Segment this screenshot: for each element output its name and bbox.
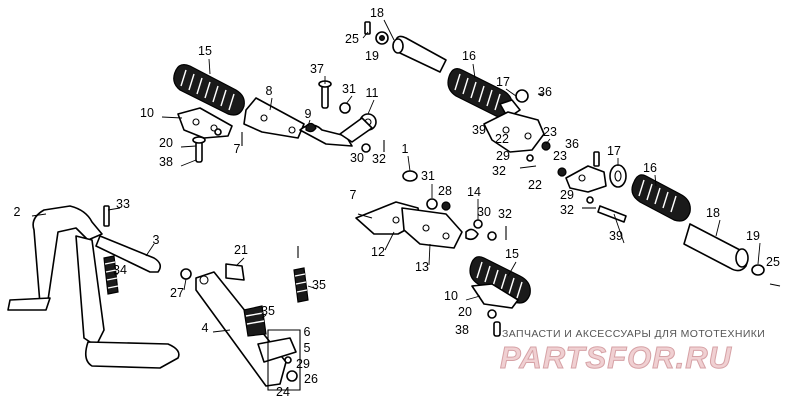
callout-c1: 1 — [402, 142, 409, 156]
callout-c16a: 16 — [462, 49, 476, 63]
callout-c38a: 38 — [159, 155, 173, 169]
callout-c5: 5 — [304, 341, 311, 355]
callout-c34: 34 — [113, 263, 127, 277]
callout-c19a: 19 — [365, 49, 379, 63]
callout-c17b: 17 — [607, 144, 621, 158]
callout-c33: 33 — [116, 197, 130, 211]
callout-c15b: 15 — [505, 247, 519, 261]
callout-c20a: 20 — [159, 136, 173, 150]
side-stand — [180, 246, 309, 391]
callout-c21: 21 — [234, 243, 248, 257]
center-footpeg-rubber — [469, 256, 531, 337]
callout-c32a: 32 — [372, 152, 386, 166]
callout-c7b: 7 — [350, 188, 357, 202]
right-pivot-shaft — [597, 205, 781, 287]
callout-c12: 12 — [371, 245, 385, 259]
callout-c31b: 31 — [421, 169, 435, 183]
callout-c13: 13 — [415, 260, 429, 274]
upper-right-bracket — [483, 111, 551, 169]
callout-c3: 3 — [153, 233, 160, 247]
callout-c26: 26 — [304, 372, 318, 386]
leader-lines — [31, 19, 761, 333]
watermark-subtitle: ЗАПЧАСТИ И АКСЕССУАРЫ ДЛЯ МОТОТЕХНИКИ — [502, 328, 765, 340]
callout-c8: 8 — [266, 84, 273, 98]
left-footpeg-arm — [243, 97, 377, 147]
callout-c36b: 36 — [565, 137, 579, 151]
main-stand — [7, 205, 180, 369]
callout-c36a: 36 — [538, 85, 552, 99]
callout-c10a: 10 — [140, 106, 154, 120]
callout-c15a: 15 — [198, 44, 212, 58]
callout-c20b: 20 — [458, 305, 472, 319]
callout-c29c: 29 — [296, 357, 310, 371]
callout-c10b: 10 — [444, 289, 458, 303]
left-footpeg-rubber — [173, 64, 245, 116]
watermark-logo: PARTSFOR.RU — [500, 340, 733, 375]
callout-c32c: 32 — [560, 203, 574, 217]
callout-c23a: 23 — [543, 125, 557, 139]
callout-c25a: 25 — [345, 32, 359, 46]
callout-c35a: 35 — [312, 278, 326, 292]
callout-c14: 14 — [467, 185, 481, 199]
callout-c31a: 31 — [342, 82, 356, 96]
callout-c39a: 39 — [472, 123, 486, 137]
callout-c9: 9 — [305, 107, 312, 121]
callout-c17a: 17 — [496, 75, 510, 89]
callout-c18b: 18 — [706, 206, 720, 220]
callout-c39b: 39 — [609, 229, 623, 243]
callout-c37: 37 — [310, 62, 324, 76]
callout-c27: 27 — [170, 286, 184, 300]
callout-c25b: 25 — [766, 255, 780, 269]
callout-c11: 11 — [366, 86, 379, 100]
callout-c35b: 35 — [261, 304, 275, 318]
callout-c16b: 16 — [643, 161, 657, 175]
callout-c28: 28 — [438, 184, 452, 198]
callout-c24: 24 — [276, 385, 290, 399]
callout-c29a: 29 — [496, 149, 510, 163]
callout-c30a: 30 — [350, 151, 364, 165]
callout-c38b: 38 — [455, 323, 469, 337]
callout-c4: 4 — [202, 321, 209, 335]
callout-c18a: 18 — [370, 6, 384, 20]
callout-c29b: 29 — [560, 188, 574, 202]
upper-pivot-shaft — [364, 21, 447, 73]
callout-c6: 6 — [304, 325, 311, 339]
callout-c23b: 23 — [553, 149, 567, 163]
callout-c22a: 22 — [495, 132, 509, 146]
callout-c30b: 30 — [477, 205, 491, 219]
callout-c19b: 19 — [746, 229, 760, 243]
watermark: ЗАПЧАСТИ И АКСЕССУАРЫ ДЛЯ МОТОТЕХНИКИ PA… — [500, 328, 765, 376]
callout-c22b: 22 — [528, 178, 542, 192]
right-bracket — [557, 151, 607, 209]
callout-c32d: 32 — [498, 207, 512, 221]
center-bracket — [355, 170, 507, 249]
callout-c7a: 7 — [234, 142, 241, 156]
callout-c32b: 32 — [492, 164, 506, 178]
callout-c2: 2 — [14, 205, 21, 219]
